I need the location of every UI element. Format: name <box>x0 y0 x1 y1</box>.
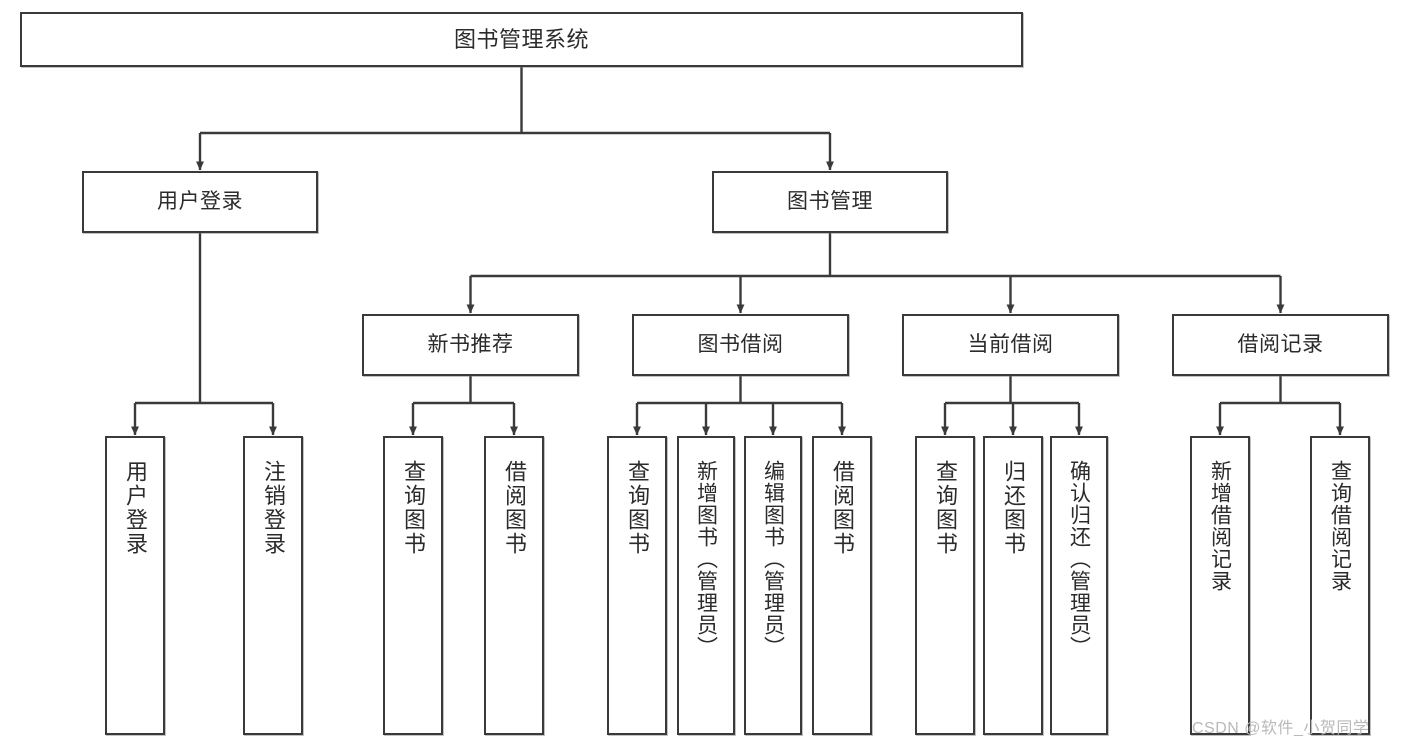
node-user-login[interactable]: 用户登录 <box>82 171 318 233</box>
node-borrowing-record-label: 借阅记录 <box>1237 332 1324 356</box>
node-book-borrowing[interactable]: 图书借阅 <box>632 314 849 376</box>
node-current-borrowing-label: 当前借阅 <box>967 332 1054 356</box>
leaf-confirm-return-admin[interactable]: 确认归还（管理员） <box>1050 436 1108 735</box>
leaf-query-book-current[interactable]: 查询图书 <box>915 436 975 735</box>
leaf-borrow-book-recommendation-label: 借阅图书 <box>502 460 527 556</box>
leaf-query-book-recommendation[interactable]: 查询图书 <box>383 436 443 735</box>
csdn-watermark: CSDN @软件_小贺同学 <box>1192 720 1370 737</box>
leaf-borrow-book-borrowing-label: 借阅图书 <box>830 460 855 556</box>
leaf-confirm-return-admin-label: 确认归还（管理员） <box>1067 460 1091 658</box>
leaf-add-book-admin[interactable]: 新增图书（管理员） <box>677 436 735 735</box>
leaf-logout[interactable]: 注销登录 <box>243 436 303 735</box>
leaf-query-borrowing-record-label: 查询借阅记录 <box>1328 460 1352 592</box>
node-new-book-recommendation-label: 新书推荐 <box>427 332 514 356</box>
leaf-user-login-label: 用户登录 <box>123 460 148 556</box>
leaf-edit-book-admin-label: 编辑图书（管理员） <box>761 460 785 658</box>
leaf-query-book-current-label: 查询图书 <box>933 460 958 556</box>
leaf-add-book-admin-label: 新增图书（管理员） <box>694 460 718 658</box>
leaf-add-borrowing-record[interactable]: 新增借阅记录 <box>1190 436 1250 735</box>
leaf-query-book-borrowing[interactable]: 查询图书 <box>607 436 667 735</box>
node-current-borrowing[interactable]: 当前借阅 <box>902 314 1119 376</box>
node-library-management-system-label: 图书管理系统 <box>453 26 589 52</box>
node-new-book-recommendation[interactable]: 新书推荐 <box>362 314 579 376</box>
leaf-borrow-book-borrowing[interactable]: 借阅图书 <box>812 436 872 735</box>
leaf-return-book[interactable]: 归还图书 <box>983 436 1043 735</box>
leaf-return-book-label: 归还图书 <box>1001 460 1026 556</box>
node-borrowing-record[interactable]: 借阅记录 <box>1172 314 1389 376</box>
leaf-query-borrowing-record[interactable]: 查询借阅记录 <box>1310 436 1370 735</box>
node-book-management[interactable]: 图书管理 <box>712 171 948 233</box>
leaf-add-borrowing-record-label: 新增借阅记录 <box>1208 460 1232 592</box>
leaf-user-login[interactable]: 用户登录 <box>105 436 165 735</box>
node-book-management-label: 图书管理 <box>787 189 873 213</box>
node-user-login-label: 用户登录 <box>157 189 243 213</box>
leaf-query-book-recommendation-label: 查询图书 <box>401 460 426 556</box>
leaf-edit-book-admin[interactable]: 编辑图书（管理员） <box>744 436 802 735</box>
node-library-management-system[interactable]: 图书管理系统 <box>20 12 1023 67</box>
leaf-borrow-book-recommendation[interactable]: 借阅图书 <box>484 436 544 735</box>
node-book-borrowing-label: 图书借阅 <box>697 332 784 356</box>
leaf-logout-label: 注销登录 <box>261 460 286 556</box>
leaf-query-book-borrowing-label: 查询图书 <box>625 460 650 556</box>
